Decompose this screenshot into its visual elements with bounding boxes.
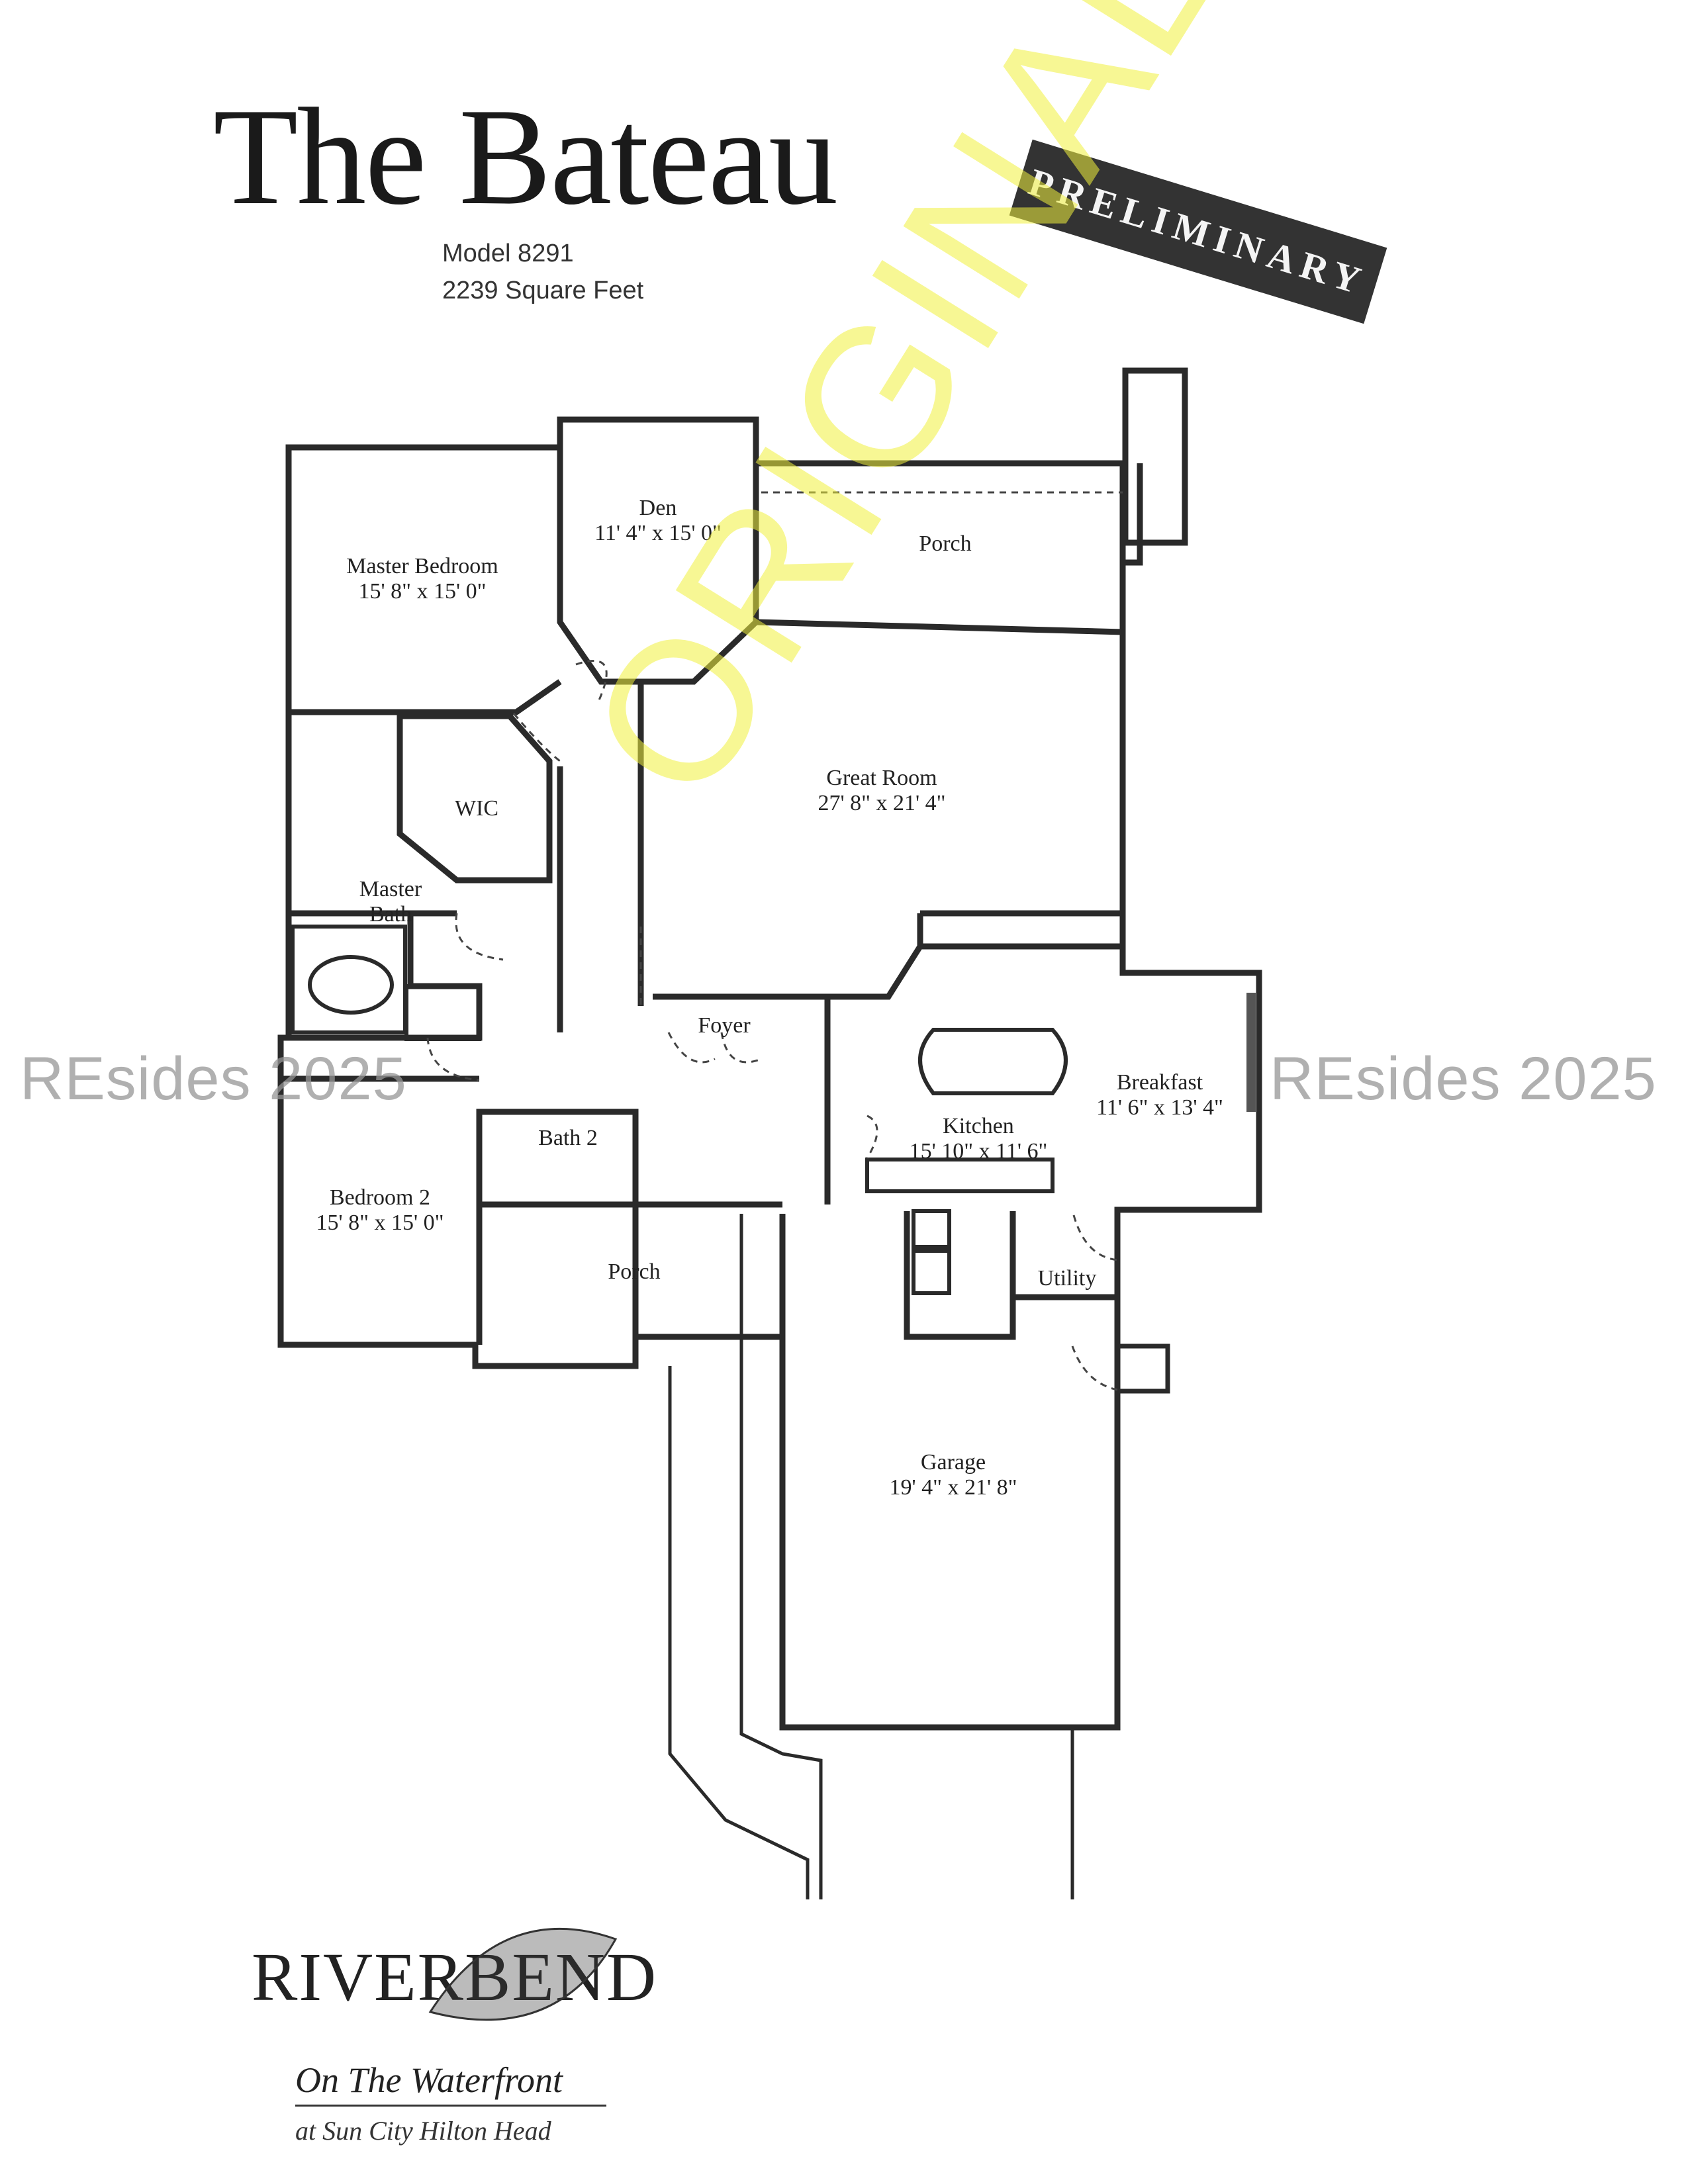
watermark-right: REsides 2025 bbox=[1270, 1045, 1657, 1113]
driveway bbox=[668, 1366, 810, 1899]
foyer-label: Foyer bbox=[698, 1013, 751, 1038]
porch-rear-label: Porch bbox=[919, 531, 971, 556]
logo-location: at Sun City Hilton Head bbox=[295, 2116, 551, 2146]
tub-frame bbox=[291, 925, 407, 1034]
logo-tagline: On The Waterfront bbox=[295, 2060, 563, 2100]
utility-wall bbox=[904, 1211, 1117, 1340]
foyer-wall bbox=[653, 993, 831, 1205]
garage-label: Garage bbox=[921, 1450, 986, 1475]
plan-title: The Bateau bbox=[213, 80, 838, 234]
door-swing bbox=[512, 713, 561, 762]
door-swing bbox=[1071, 1345, 1118, 1391]
door-swing bbox=[866, 1115, 878, 1159]
master-bedroom-label: Master Bedroom bbox=[346, 554, 498, 578]
breakfast-size: 11' 6" x 13' 4" bbox=[1096, 1095, 1223, 1120]
kitchen-island bbox=[918, 1028, 1068, 1095]
door-swing bbox=[720, 1032, 762, 1064]
wic-wall bbox=[397, 713, 553, 884]
bedroom2-size: 15' 8" x 15' 0" bbox=[316, 1210, 444, 1235]
watermark-left: REsides 2025 bbox=[20, 1045, 407, 1113]
dryer bbox=[912, 1249, 951, 1295]
door-swing bbox=[455, 913, 504, 961]
garage-step bbox=[1115, 1343, 1170, 1394]
master-bath-label-1: Master bbox=[359, 877, 422, 901]
logo-divider bbox=[295, 2105, 606, 2107]
kitchen-label: Kitchen bbox=[943, 1114, 1014, 1138]
model-number: Model 8291 bbox=[442, 240, 574, 267]
bath2-label: Bath 2 bbox=[538, 1126, 598, 1150]
porch-rear-wall bbox=[755, 619, 1123, 635]
washer bbox=[912, 1209, 951, 1249]
square-feet: 2239 Square Feet bbox=[442, 277, 644, 304]
bedroom2-label: Bedroom 2 bbox=[330, 1185, 430, 1210]
den-wall bbox=[557, 447, 759, 685]
kitchen-size: 15' 10" x 11' 6" bbox=[910, 1139, 1048, 1163]
den-size: 11' 4" x 15' 0" bbox=[594, 521, 722, 545]
door-swing bbox=[426, 1037, 480, 1081]
driveway bbox=[739, 1214, 823, 1899]
stairs bbox=[1122, 367, 1188, 546]
master-bedroom-wall bbox=[289, 679, 562, 715]
master-bath-label-2: Bath bbox=[369, 902, 412, 927]
shower bbox=[404, 984, 481, 1041]
porch-front-wall bbox=[479, 1201, 782, 1337]
leaf-icon bbox=[428, 1927, 618, 2021]
kitchen-counter bbox=[865, 1158, 1055, 1193]
master-bedroom-size: 15' 8" x 15' 0" bbox=[358, 579, 486, 604]
great-room-size: 27' 8" x 21' 4" bbox=[818, 791, 945, 815]
bedroom2-wall bbox=[281, 1075, 483, 1345]
wic-label: WIC bbox=[455, 796, 498, 821]
den-label: Den bbox=[639, 496, 677, 520]
utility-label: Utility bbox=[1038, 1266, 1097, 1291]
door-swing bbox=[1072, 1214, 1119, 1261]
kitchen-wall bbox=[827, 910, 1123, 1000]
breakfast-label: Breakfast bbox=[1117, 1070, 1203, 1095]
garage-size: 19' 4" x 21' 8" bbox=[889, 1475, 1017, 1500]
great-room-label: Great Room bbox=[826, 766, 937, 790]
exterior-wall bbox=[277, 416, 1262, 1731]
porch-front-label: Porch bbox=[608, 1259, 660, 1284]
master-bath-wall bbox=[289, 910, 483, 1041]
tub bbox=[308, 955, 394, 1015]
